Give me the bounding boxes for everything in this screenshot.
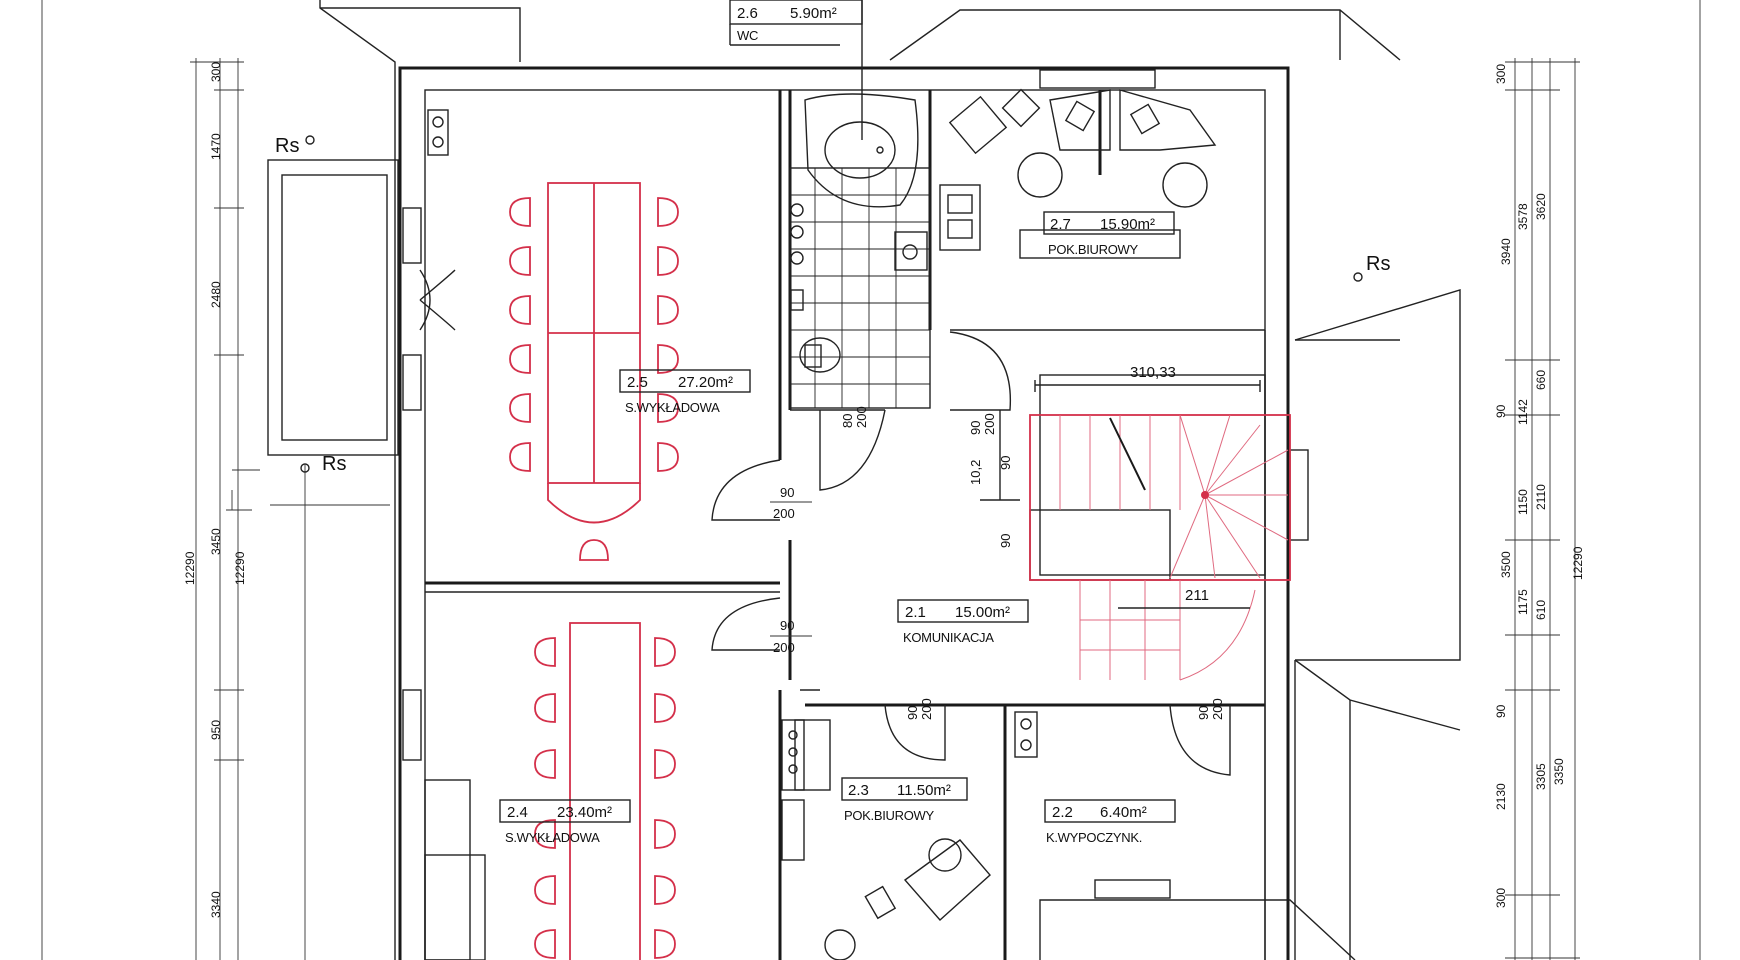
dim-left-950: 950 bbox=[209, 720, 223, 740]
room-2-7-name: POK.BIUROWY bbox=[1048, 242, 1139, 257]
door-label-num: 90 bbox=[780, 485, 794, 500]
exterior-walls bbox=[398, 66, 1290, 960]
dim-right-90-b: 90 bbox=[1494, 704, 1508, 718]
door-label-den: 200 bbox=[854, 406, 869, 428]
rs-markers: Rs Rs Rs bbox=[275, 135, 1390, 475]
door-label-num: 90 bbox=[998, 534, 1013, 548]
room-2-4-id: 2.4 bbox=[507, 804, 528, 821]
staircase bbox=[1029, 380, 1291, 681]
room-2-2-id: 2.2 bbox=[1052, 804, 1073, 821]
door-labels: 90 200 90 200 80 200 90 200 90 200 90 20… bbox=[770, 406, 1225, 720]
room-label-2-5: 2.5 27.20m² S.WYKŁADOWA bbox=[619, 369, 751, 415]
rs-marker-top-left: Rs bbox=[275, 135, 299, 157]
dim-right-300-top: 300 bbox=[1494, 64, 1508, 84]
left-dimension-lines bbox=[190, 58, 260, 960]
door-label-den: 200 bbox=[773, 506, 795, 521]
room-2-5-area: 27.20m² bbox=[678, 374, 733, 391]
door-label-den: 200 bbox=[982, 413, 997, 435]
dim-right-610: 610 bbox=[1534, 600, 1548, 620]
dim-right-total: 12290 bbox=[1571, 546, 1585, 580]
dim-right-2110: 2110 bbox=[1534, 484, 1548, 510]
door-label-num: 90 bbox=[968, 421, 983, 435]
room-label-2-6: 2.6 5.90m² WC bbox=[729, 0, 863, 140]
rs-marker-right: Rs bbox=[1366, 253, 1390, 275]
rs-marker-mid-left: Rs bbox=[322, 453, 346, 475]
door-label-den: 200 bbox=[773, 640, 795, 655]
room-2-6-area: 5.90m² bbox=[790, 5, 837, 22]
room-2-5-name: S.WYKŁADOWA bbox=[625, 400, 720, 415]
door-label-num: 80 bbox=[840, 414, 855, 428]
dim-right-3350: 3350 bbox=[1552, 758, 1566, 785]
room-2-7-id: 2.7 bbox=[1050, 216, 1071, 233]
dim-right-660: 660 bbox=[1534, 370, 1548, 390]
stair-landing-label: 211 bbox=[1185, 587, 1209, 604]
room-2-6-id: 2.6 bbox=[737, 5, 758, 22]
door-swings bbox=[419, 269, 1231, 776]
dim-left-total-b: 12290 bbox=[233, 551, 247, 585]
dim-right-3500: 3500 bbox=[1499, 551, 1513, 578]
room-label-2-2: 2.2 6.40m² K.WYPOCZYNK. bbox=[1044, 799, 1176, 845]
room-label-2-4: 2.4 23.40m² S.WYKŁADOWA bbox=[499, 799, 631, 845]
dim-right-90-a: 90 bbox=[1494, 404, 1508, 418]
dim-left-3340: 3340 bbox=[209, 891, 223, 918]
room-2-3-area: 11.50m² bbox=[897, 782, 951, 799]
dim-right-3620: 3620 bbox=[1534, 193, 1548, 220]
room-2-1-id: 2.1 bbox=[905, 604, 926, 621]
small-rooms-furniture bbox=[424, 711, 1038, 960]
dim-right-2130: 2130 bbox=[1494, 783, 1508, 810]
room-2-3-name: POK.BIUROWY bbox=[844, 808, 935, 823]
lecture-hall-2-5-furniture bbox=[509, 182, 679, 561]
room-2-1-area: 15.00m² bbox=[955, 604, 1010, 621]
door-label-den: 200 bbox=[919, 698, 934, 720]
room-2-2-name: K.WYPOCZYNK. bbox=[1046, 830, 1142, 845]
windows bbox=[402, 69, 1309, 899]
room-label-2-7: 2.7 15.90m² POK.BIUROWY bbox=[1043, 211, 1175, 257]
room-label-2-3: 2.3 11.50m² POK.BIUROWY bbox=[841, 777, 968, 823]
room-2-2-area: 6.40m² bbox=[1100, 804, 1147, 821]
door-label-num: 90 bbox=[905, 706, 920, 720]
door-label-num: 90 bbox=[780, 618, 794, 633]
wc-fixtures bbox=[427, 93, 931, 409]
dim-right-1142: 1142 bbox=[1516, 399, 1530, 425]
room-2-4-area: 23.40m² bbox=[557, 804, 612, 821]
room-2-3-id: 2.3 bbox=[848, 782, 869, 799]
balcony bbox=[267, 159, 399, 456]
lecture-hall-2-4-furniture bbox=[534, 622, 676, 960]
dim-left-2480: 2480 bbox=[209, 281, 223, 308]
dim-right-1175: 1175 bbox=[1516, 589, 1530, 615]
opening-label: 10,2 bbox=[968, 460, 983, 485]
dim-right-3578: 3578 bbox=[1516, 203, 1530, 230]
dim-left-1470: 1470 bbox=[209, 133, 223, 160]
room-2-4-name: S.WYKŁADOWA bbox=[505, 830, 600, 845]
door-label-den: 200 bbox=[1210, 698, 1225, 720]
office-furniture bbox=[939, 88, 1217, 259]
room-2-7-area: 15.90m² bbox=[1100, 216, 1155, 233]
dim-right-300-bottom: 300 bbox=[1494, 888, 1508, 908]
dim-right-3305: 3305 bbox=[1534, 763, 1548, 790]
dim-left-300: 300 bbox=[209, 62, 223, 82]
dim-right-3940: 3940 bbox=[1499, 238, 1513, 265]
room-2-6-name: WC bbox=[737, 28, 758, 43]
roof-outlines bbox=[270, 0, 1461, 960]
room-2-5-id: 2.5 bbox=[627, 374, 648, 391]
interior-walls bbox=[425, 90, 1266, 960]
stair-width-label: 310,33 bbox=[1130, 364, 1176, 381]
dim-right-1150: 1150 bbox=[1516, 489, 1530, 515]
room-label-2-1: 2.1 15.00m² KOMUNIKACJA bbox=[897, 599, 1029, 645]
door-label-num: 90 bbox=[1196, 706, 1211, 720]
dim-left-3450: 3450 bbox=[209, 528, 223, 555]
room-2-1-name: KOMUNIKACJA bbox=[903, 630, 994, 645]
right-dimension-lines bbox=[1505, 58, 1580, 960]
door-label-num: 90 bbox=[998, 456, 1013, 470]
dim-left-total-a: 12290 bbox=[183, 551, 197, 585]
